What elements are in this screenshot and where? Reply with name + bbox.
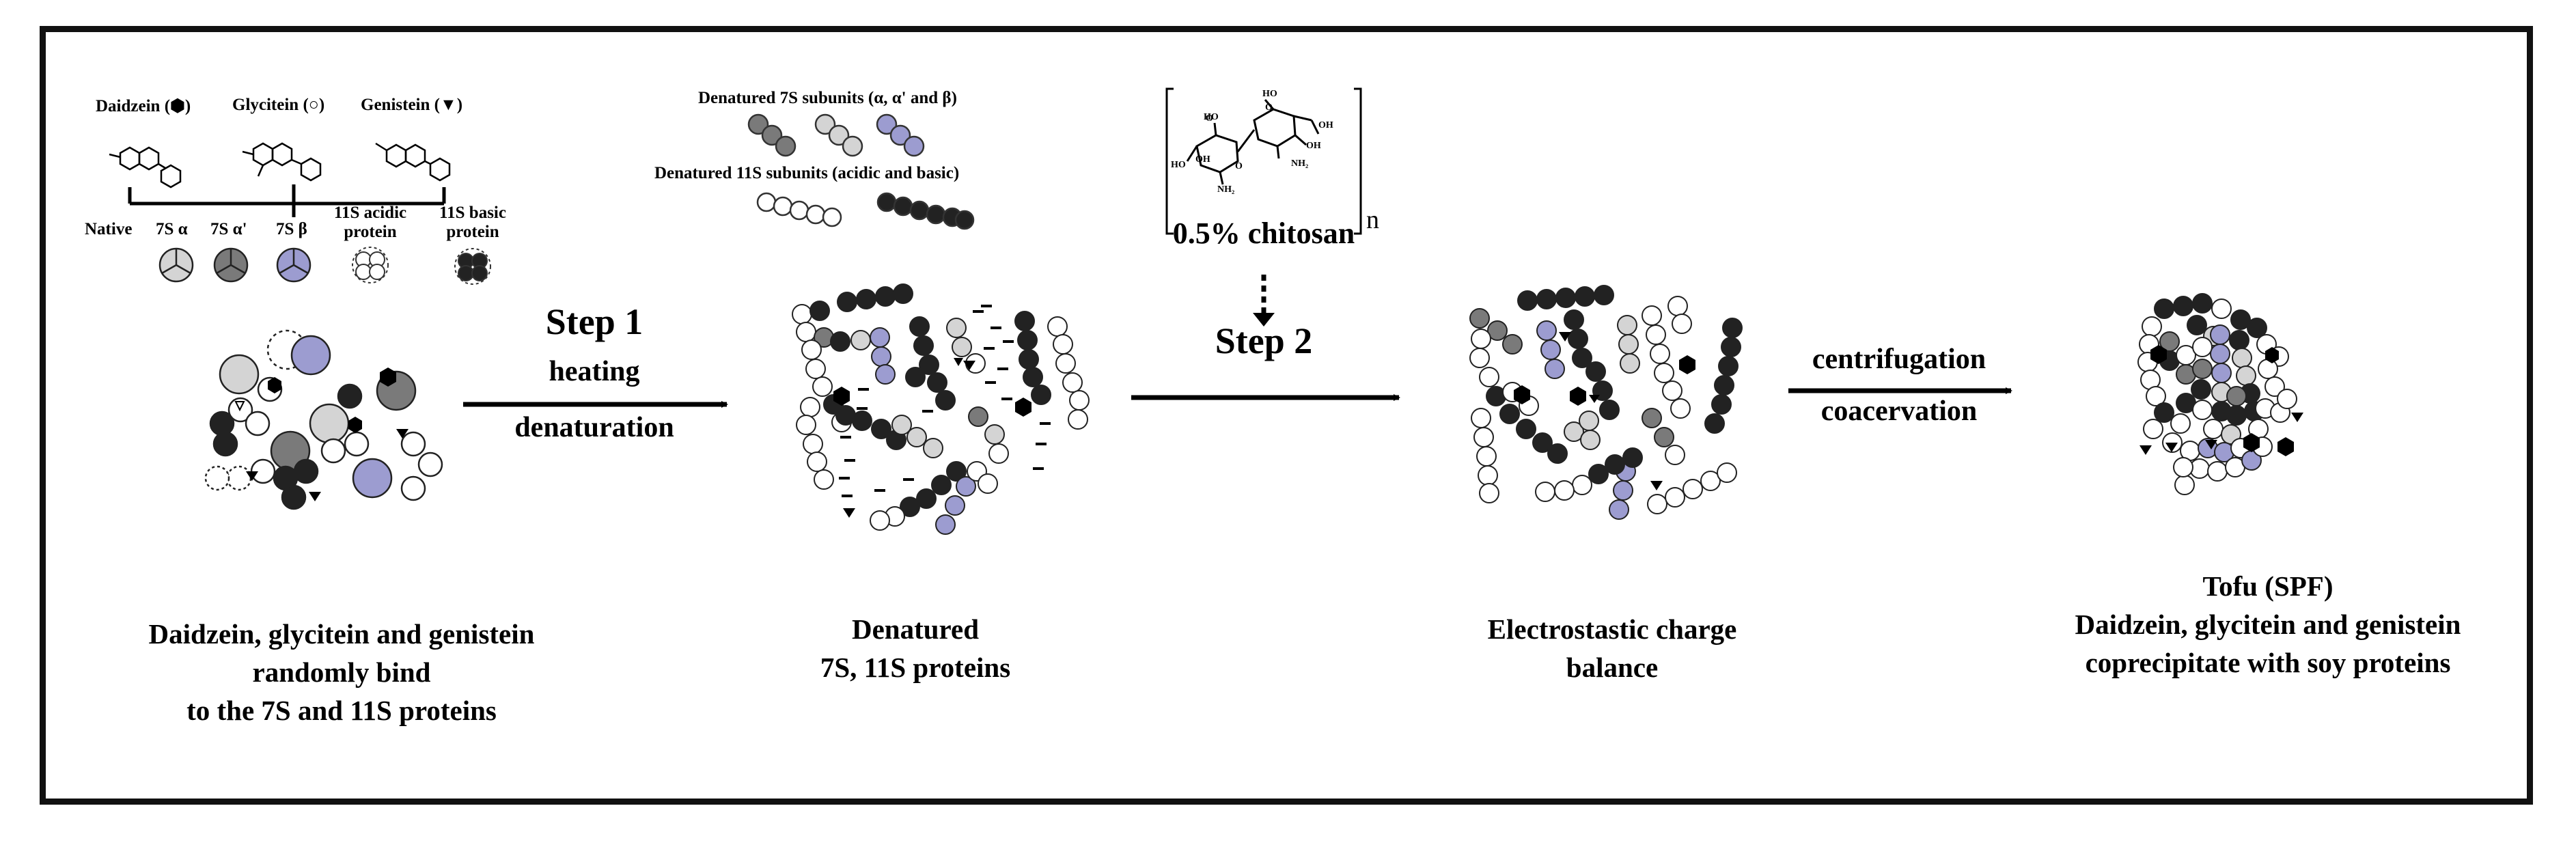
native-label: Native [85, 220, 133, 238]
label-11s-acidic-line2: protein [344, 223, 397, 241]
tofu-aggregate [2137, 293, 2297, 495]
caption-panel2-line2: 7S, 11S proteins [820, 652, 1011, 683]
native-11s-basic-icon [454, 248, 491, 285]
chitosan-structure [1165, 87, 1362, 235]
legend-bracket [128, 184, 446, 217]
charge-balance-ligands [1514, 332, 1695, 490]
caption-panel1: Daidzein, glycitein and genistein random… [89, 615, 594, 730]
native-11s-acidic-icon [352, 247, 389, 283]
caption-panel2: Denatured 7S, 11S proteins [758, 610, 1072, 686]
mol-nh2-a: NH₂ [1217, 184, 1235, 195]
glycitein-label: Glycitein (○) [232, 96, 325, 114]
native-7s-beta-icon [276, 247, 311, 283]
native-cluster-ligands [234, 367, 408, 501]
chitosan-label: 0.5% chitosan [1172, 217, 1355, 250]
native-7s-alpha-prime-icon [213, 247, 249, 283]
caption-panel3-line2: balance [1566, 652, 1659, 683]
glycitein-structure [242, 142, 322, 182]
caption-panel4-line1: Tofu (SPF) [2202, 570, 2333, 602]
denatured-network-ligands [833, 358, 1031, 518]
label-11s-basic-line2: protein [446, 223, 499, 241]
label-11s-basic-line1: 11S basic [439, 204, 506, 222]
mol-o3: O [1235, 161, 1243, 171]
caption-panel1-line1: Daidzein, glycitein and genistein [148, 618, 535, 650]
mol-oh1: OH [1195, 154, 1210, 165]
denatured-7s-subunits-icon [747, 113, 925, 157]
native-protein-cluster [204, 329, 443, 510]
mol-nh2-b: NH₂ [1291, 158, 1309, 169]
denatured-11s-label: Denatured 11S subunits (acidic and basic… [654, 164, 960, 182]
mol-ho2: HO [1262, 89, 1277, 99]
mol-ho3: HO [1171, 160, 1186, 170]
label-7s-beta: 7S β [276, 220, 307, 238]
diagram-frame [40, 26, 2533, 805]
step1-heating-label: heating [549, 356, 640, 387]
denatured-7s-label: Denatured 7S subunits (α, α' and β) [698, 89, 957, 107]
mol-oh3: OH [1306, 141, 1321, 151]
caption-panel3: Electrostastic charge balance [1441, 610, 1783, 686]
chitosan-arrow-head [1253, 313, 1275, 327]
negative-charge-marks [839, 305, 1051, 497]
native-7s-alpha-icon [158, 247, 194, 283]
caption-panel4-line3: coprecipitate with soy proteins [2085, 647, 2451, 678]
denatured-11s-subunits-icon [756, 192, 975, 230]
charge-balance-network [1469, 285, 1743, 520]
genistein-structure [375, 142, 451, 182]
label-7s-alpha: 7S α [156, 220, 188, 238]
step1-title: Step 1 [545, 301, 643, 342]
step1-denaturation-label: denaturation [514, 412, 674, 443]
daidzein-label: Daidzein (⬢) [96, 97, 191, 115]
genistein-label: Genistein (▼) [361, 96, 463, 114]
mol-o1: O [1206, 113, 1213, 124]
mol-oh2: OH [1318, 120, 1333, 130]
chitosan-n-label: n [1366, 206, 1379, 234]
tofu-ligands [2139, 345, 2303, 456]
caption-panel2-line1: Denatured [851, 613, 980, 645]
mol-ho1: HO [1204, 112, 1219, 122]
centrifugation-label: centrifugation [1812, 344, 1986, 375]
step2-title: Step 2 [1215, 320, 1313, 361]
caption-panel4: Tofu (SPF) Daidzein, glycitein and genis… [2022, 567, 2514, 682]
caption-panel1-line3: to the 7S and 11S proteins [186, 695, 497, 726]
label-7s-alpha-prime: 7S α' [210, 220, 247, 238]
denatured-protein-network [792, 283, 1090, 535]
label-11s-acidic-line1: 11S acidic [333, 204, 407, 222]
caption-panel3-line1: Electrostastic charge [1487, 613, 1737, 645]
caption-panel4-line2: Daidzein, glycitein and genistein [2075, 609, 2461, 640]
mol-o2: O [1265, 102, 1273, 113]
caption-panel1-line2: randomly bind [252, 656, 431, 688]
daidzein-structure [109, 146, 182, 189]
coacervation-label: coacervation [1820, 395, 1978, 427]
